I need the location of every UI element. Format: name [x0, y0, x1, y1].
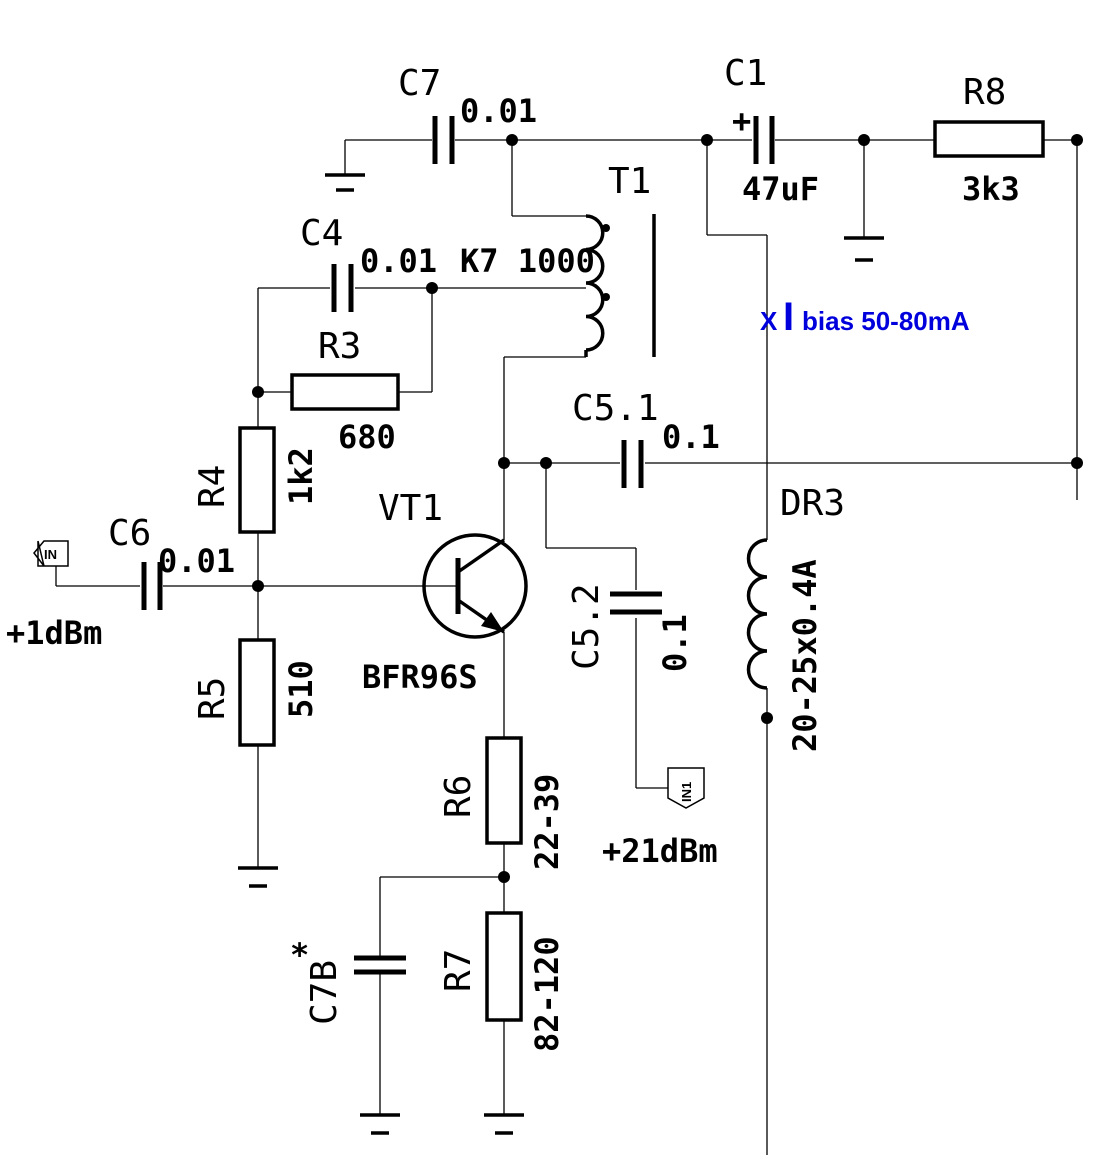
output-port-label: IN1	[679, 782, 694, 802]
resistor-r8: R8 3k3	[933, 72, 1045, 208]
capacitor-c5-1: C5.1 0.1	[572, 388, 720, 488]
transistor-vt1: VT1 BFR96S	[362, 488, 528, 696]
dr3-value: 20-25x0.4A	[786, 559, 824, 752]
r7-ref: R7	[438, 949, 479, 992]
input-port: IN +1dBm	[6, 540, 102, 652]
r8-value: 3k3	[962, 170, 1020, 208]
c1-polarity: +	[732, 102, 751, 140]
resistor-r5: R5 510	[192, 638, 320, 747]
resistor-r4: R4 1k2	[192, 426, 320, 534]
capacitor-c7b: C7B *	[290, 936, 406, 1025]
input-port-label: IN	[44, 547, 57, 562]
r6-value: 22-39	[528, 774, 566, 870]
r8-ref: R8	[963, 72, 1006, 113]
t1-phase-dot-1	[602, 224, 610, 232]
c5-2-value: 0.1	[656, 614, 694, 672]
c4-ref: C4	[300, 213, 343, 254]
capacitor-c7: C7 0.01	[398, 63, 537, 164]
r7-value: 82-120	[528, 936, 566, 1052]
c5-1-value: 0.1	[662, 418, 720, 456]
r5-ref: R5	[192, 677, 233, 720]
ground-r5	[238, 866, 278, 888]
r4-value: 1k2	[282, 447, 320, 505]
vt1-value: BFR96S	[362, 658, 478, 696]
capacitor-c4: C4 0.01	[300, 213, 437, 312]
input-port-flag-icon	[33, 540, 69, 567]
c6-ref: C6	[108, 513, 151, 554]
r6-ref: R6	[438, 775, 479, 818]
resistor-r6: R6 22-39	[438, 736, 566, 870]
ground-c7	[325, 173, 365, 192]
output-port-flag-icon	[667, 767, 705, 809]
c5-2-ref: C5.2	[566, 583, 607, 670]
c7-ref: C7	[398, 63, 441, 104]
c4-value: 0.01	[360, 242, 437, 280]
ground-c7b	[360, 1113, 400, 1135]
resistor-r7: R7 82-120	[438, 911, 566, 1052]
bias-current-symbol: I	[783, 295, 794, 339]
c7b-star: *	[290, 936, 309, 974]
c5-1-ref: C5.1	[572, 388, 659, 429]
c7b-ref: C7B	[304, 960, 345, 1025]
r5-value: 510	[282, 660, 320, 718]
bias-text: bias 50-80mA	[802, 306, 970, 336]
bias-annotation: X I bias 50-80mA	[760, 295, 970, 339]
capacitor-c5-2: C5.2 0.1	[566, 583, 694, 672]
c6-value: 0.01	[158, 542, 235, 580]
ground-symbols	[238, 173, 884, 1135]
t1-phase-dot-2	[602, 293, 610, 301]
input-level: +1dBm	[6, 614, 102, 652]
capacitor-c6: C6 0.01	[108, 513, 235, 610]
dr3-ref: DR3	[780, 483, 845, 524]
ground-r7	[484, 1113, 524, 1135]
t1-value: K7 1000	[460, 242, 595, 280]
capacitor-c1: + C1 47uF	[724, 53, 819, 208]
ground-c1	[844, 236, 884, 262]
output-port: IN1 +21dBm	[602, 767, 718, 870]
r3-value: 680	[338, 418, 396, 456]
transformer-t1: T1 K7 1000	[460, 161, 656, 357]
emitter-arrow-icon	[481, 612, 504, 632]
bias-marker: X	[760, 306, 778, 336]
c1-value: 47uF	[742, 170, 819, 208]
output-level: +21dBm	[602, 832, 718, 870]
resistor-r3: R3 680	[290, 326, 400, 456]
choke-dr3: DR3 20-25x0.4A	[746, 483, 845, 752]
c7-value: 0.01	[460, 92, 537, 130]
vt1-ref: VT1	[378, 488, 443, 529]
wires	[55, 139, 1078, 1155]
junction-dots	[252, 134, 1083, 883]
r4-ref: R4	[192, 465, 233, 508]
c1-ref: C1	[724, 53, 767, 94]
t1-ref: T1	[608, 161, 651, 202]
r3-ref: R3	[318, 326, 361, 367]
